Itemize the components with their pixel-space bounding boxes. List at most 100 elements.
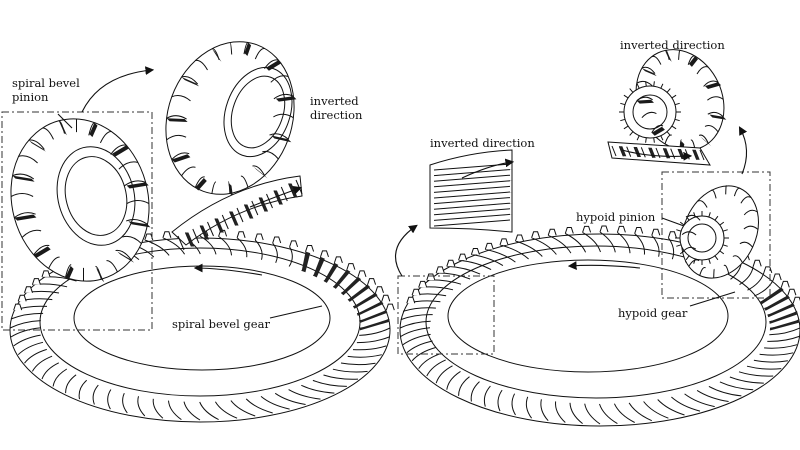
- gear-tooth: [33, 246, 51, 258]
- gear-tooth: [743, 209, 758, 216]
- gear-tooth: [787, 288, 797, 296]
- gear-tooth: [458, 376, 470, 396]
- gear-tooth: [434, 203, 513, 210]
- gear-tooth: [244, 204, 254, 219]
- gear-tooth: [333, 256, 343, 264]
- gear-tooth: [599, 231, 616, 253]
- gear-tooth: [207, 221, 214, 237]
- gear-tooth: [260, 396, 290, 410]
- gear-tooth: [195, 59, 208, 71]
- gear-tooth: [651, 126, 665, 136]
- gear-tooth: [753, 359, 788, 363]
- gear-tooth: [569, 402, 583, 424]
- gear-tooth: [312, 379, 347, 387]
- gear-tooth: [651, 124, 664, 134]
- gear-tooth: [10, 312, 44, 320]
- gear-tooth: [515, 240, 543, 257]
- gear-tooth: [359, 327, 391, 336]
- gear-tooth: [763, 266, 773, 274]
- gear-tooth: [259, 197, 269, 212]
- gear-tooth: [273, 93, 294, 100]
- gear-tooth: [162, 237, 186, 255]
- gear-tooth: [52, 368, 68, 387]
- rotation-arrow-right-segment: [461, 158, 515, 179]
- gear-tooth: [629, 131, 634, 136]
- gear-tooth: [218, 235, 232, 256]
- gear-tooth: [693, 212, 696, 218]
- gear-tooth: [375, 286, 384, 293]
- gear-tooth: [118, 161, 139, 170]
- gear-tooth: [665, 50, 672, 62]
- gear-tooth: [320, 250, 329, 258]
- gear-tooth: [664, 134, 673, 145]
- gear-tooth: [402, 307, 436, 312]
- gear-tooth: [708, 212, 711, 218]
- gear-tooth: [433, 174, 511, 182]
- gear-tooth: [671, 125, 677, 130]
- gear-tooth: [434, 214, 513, 221]
- gear-tooth: [211, 181, 217, 194]
- gear-tooth: [41, 270, 51, 278]
- gear-tooth: [199, 235, 217, 255]
- gear-tooth: [671, 396, 701, 412]
- gear-tooth: [674, 102, 680, 106]
- gear-tooth: [28, 140, 46, 152]
- gear-tooth: [359, 319, 390, 331]
- label-spiral-bevel-pinion: spiral bevel pinion: [12, 76, 80, 104]
- hypoid-gear: [399, 225, 800, 427]
- gear-tooth: [772, 273, 782, 281]
- gear-tooth: [584, 403, 601, 425]
- gear-tooth: [700, 136, 712, 147]
- gear-tooth: [660, 83, 664, 89]
- label-inverted-direction-right-top: inverted direction: [620, 38, 725, 52]
- gear-tooth: [540, 399, 549, 422]
- leader-hypoid-gear: [689, 291, 736, 307]
- gear-tooth: [747, 272, 765, 291]
- gear-tooth: [696, 389, 729, 402]
- gear-tooth: [126, 182, 149, 189]
- gear-tooth: [636, 96, 653, 101]
- gear-tooth: [634, 147, 641, 157]
- gear-tooth: [688, 259, 700, 267]
- gear-tooth: [183, 401, 201, 421]
- gear-tooth: [685, 255, 690, 261]
- label-hypoid-pinion: hypoid pinion: [576, 210, 656, 224]
- gear-tooth: [636, 135, 640, 141]
- gear-tooth: [272, 242, 278, 264]
- gear-tooth: [78, 379, 88, 400]
- gear-tooth: [769, 311, 798, 324]
- gear-tooth: [722, 229, 728, 232]
- gear-tooth: [531, 231, 541, 238]
- gear-tooth: [199, 401, 219, 421]
- gear-tooth: [271, 135, 292, 143]
- gear-tooth: [704, 125, 719, 133]
- gear-tooth: [31, 278, 41, 285]
- gear-tooth: [253, 166, 268, 179]
- gear-tooth: [181, 77, 200, 87]
- gear-tooth: [418, 353, 441, 369]
- gear-tooth: [21, 229, 42, 238]
- gear-tooth: [708, 258, 711, 264]
- gear-tooth: [722, 244, 728, 247]
- gear-tooth: [418, 280, 428, 288]
- gear-tooth: [636, 99, 654, 104]
- gear-tooth: [697, 200, 708, 208]
- gear-tooth: [705, 82, 722, 89]
- gear-tooth: [166, 118, 188, 122]
- gear-tooth: [547, 228, 557, 236]
- gear-tooth: [228, 182, 233, 197]
- gear-tooth: [678, 49, 681, 60]
- gear-tooth: [289, 240, 299, 248]
- gear-tooth: [400, 314, 433, 321]
- gear-tooth: [458, 259, 492, 271]
- gear-tooth: [515, 234, 524, 242]
- gear-tooth: [48, 256, 60, 269]
- gear-tooth: [115, 249, 132, 261]
- gear-tooth: [65, 264, 72, 278]
- gear-tooth: [714, 255, 719, 261]
- gear-tooth: [13, 303, 23, 311]
- inversion-arrow-right-gear: [395, 224, 418, 277]
- gear-tooth: [357, 301, 384, 316]
- gear-tooth: [192, 228, 200, 244]
